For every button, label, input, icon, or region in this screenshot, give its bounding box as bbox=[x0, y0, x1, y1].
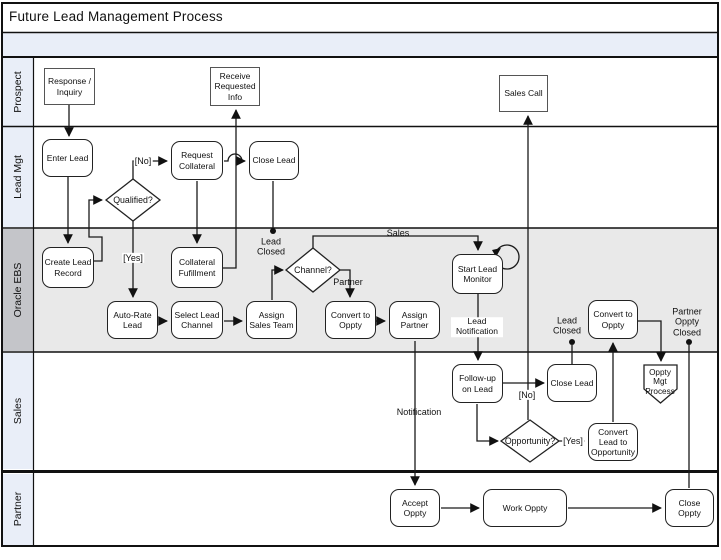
edge-label-no-qualified: [No] bbox=[133, 155, 153, 167]
lane-label-oracle-ebs: Oracle EBS bbox=[12, 262, 24, 318]
node-convert-lead-to-opportunity: Convert Lead to Opportunity bbox=[588, 423, 638, 461]
node-convert-to-oppty-partner: Convert to Oppty bbox=[325, 301, 376, 339]
decision-qualified-shape bbox=[104, 178, 162, 222]
node-auto-rate-lead: Auto-Rate Lead bbox=[107, 301, 158, 339]
node-enter-lead: Enter Lead bbox=[42, 139, 93, 177]
page-title: Future Lead Management Process bbox=[9, 9, 223, 24]
header-band bbox=[3, 33, 718, 57]
edge-label-lead-closed-sales: Lead Closed bbox=[552, 315, 581, 336]
lane-label-lead-mgt: Lead Mgt bbox=[12, 155, 24, 199]
decision-shapes bbox=[104, 178, 678, 463]
node-close-oppty: Close Oppty bbox=[665, 489, 714, 527]
node-assign-sales-team: Assign Sales Team bbox=[246, 301, 297, 339]
decision-opportunity-shape bbox=[499, 419, 561, 463]
node-sales-call: Sales Call bbox=[499, 75, 548, 112]
oppty-mgt-process-shape bbox=[643, 364, 678, 404]
edge-label-lead-closed-mgt: Lead Closed bbox=[256, 236, 285, 257]
node-oppty-mgt-process-label: Oppty Mgt Process bbox=[645, 367, 675, 396]
node-close-lead-sales: Close Lead bbox=[547, 364, 597, 402]
end-state-dots bbox=[270, 228, 692, 345]
edge-label-notification: Notification bbox=[396, 406, 442, 417]
node-assign-partner: Assign Partner bbox=[389, 301, 440, 339]
node-work-oppty: Work Oppty bbox=[483, 489, 567, 527]
self-loop-arrowhead bbox=[492, 248, 501, 257]
decision-channel-shape bbox=[284, 247, 342, 293]
lane-boundaries bbox=[2, 31, 718, 545]
lane-bg-sales bbox=[3, 353, 33, 469]
node-accept-oppty: Accept Oppty bbox=[390, 489, 440, 527]
edge-label-no-opportunity: [No] bbox=[517, 389, 537, 401]
node-response-inquiry: Response / Inquiry bbox=[44, 68, 95, 105]
decision-qualified-label: Qualified? bbox=[113, 195, 153, 205]
node-close-lead-mgt: Close Lead bbox=[249, 141, 299, 180]
node-start-lead-monitor: Start Lead Monitor bbox=[452, 254, 503, 294]
edge-label-yes-opportunity: [Yes] bbox=[562, 435, 584, 447]
node-collateral-fufillment: Collateral Fufillment bbox=[171, 247, 223, 288]
edge-label-sales-branch: Sales bbox=[386, 227, 410, 238]
lane-bg-lead-mgt bbox=[3, 127, 33, 227]
decision-opportunity-label: Opportunity? bbox=[504, 436, 556, 446]
edge-label-lead-notification: Lead Notification bbox=[451, 316, 503, 337]
decision-channel-label: Channel? bbox=[294, 265, 332, 275]
node-convert-to-oppty-sales: Convert to Oppty bbox=[588, 300, 638, 339]
node-create-lead-record: Create Lead Record bbox=[42, 247, 94, 288]
edge-label-partner-oppty-closed: Partner Oppty Closed bbox=[672, 306, 702, 338]
edge-label-yes-qualified: [Yes] bbox=[122, 252, 144, 264]
node-follow-up-on-lead: Follow-up on Lead bbox=[452, 364, 503, 403]
lane-bg-partner bbox=[3, 474, 33, 545]
edge-label-partner-branch: Partner bbox=[333, 276, 363, 287]
lane-label-prospect: Prospect bbox=[12, 71, 24, 113]
lane-label-sales: Sales bbox=[12, 397, 24, 425]
lane-bg-oracle-ebs bbox=[3, 229, 33, 351]
lane-label-partner: Partner bbox=[12, 491, 24, 527]
diagram-frame bbox=[1, 2, 719, 547]
node-receive-requested-info: Receive Requested Info bbox=[210, 67, 260, 106]
lane-bg-prospect bbox=[3, 58, 33, 126]
node-select-lead-channel: Select Lead Channel bbox=[171, 301, 223, 339]
node-request-collateral: Request Collateral bbox=[171, 141, 223, 180]
